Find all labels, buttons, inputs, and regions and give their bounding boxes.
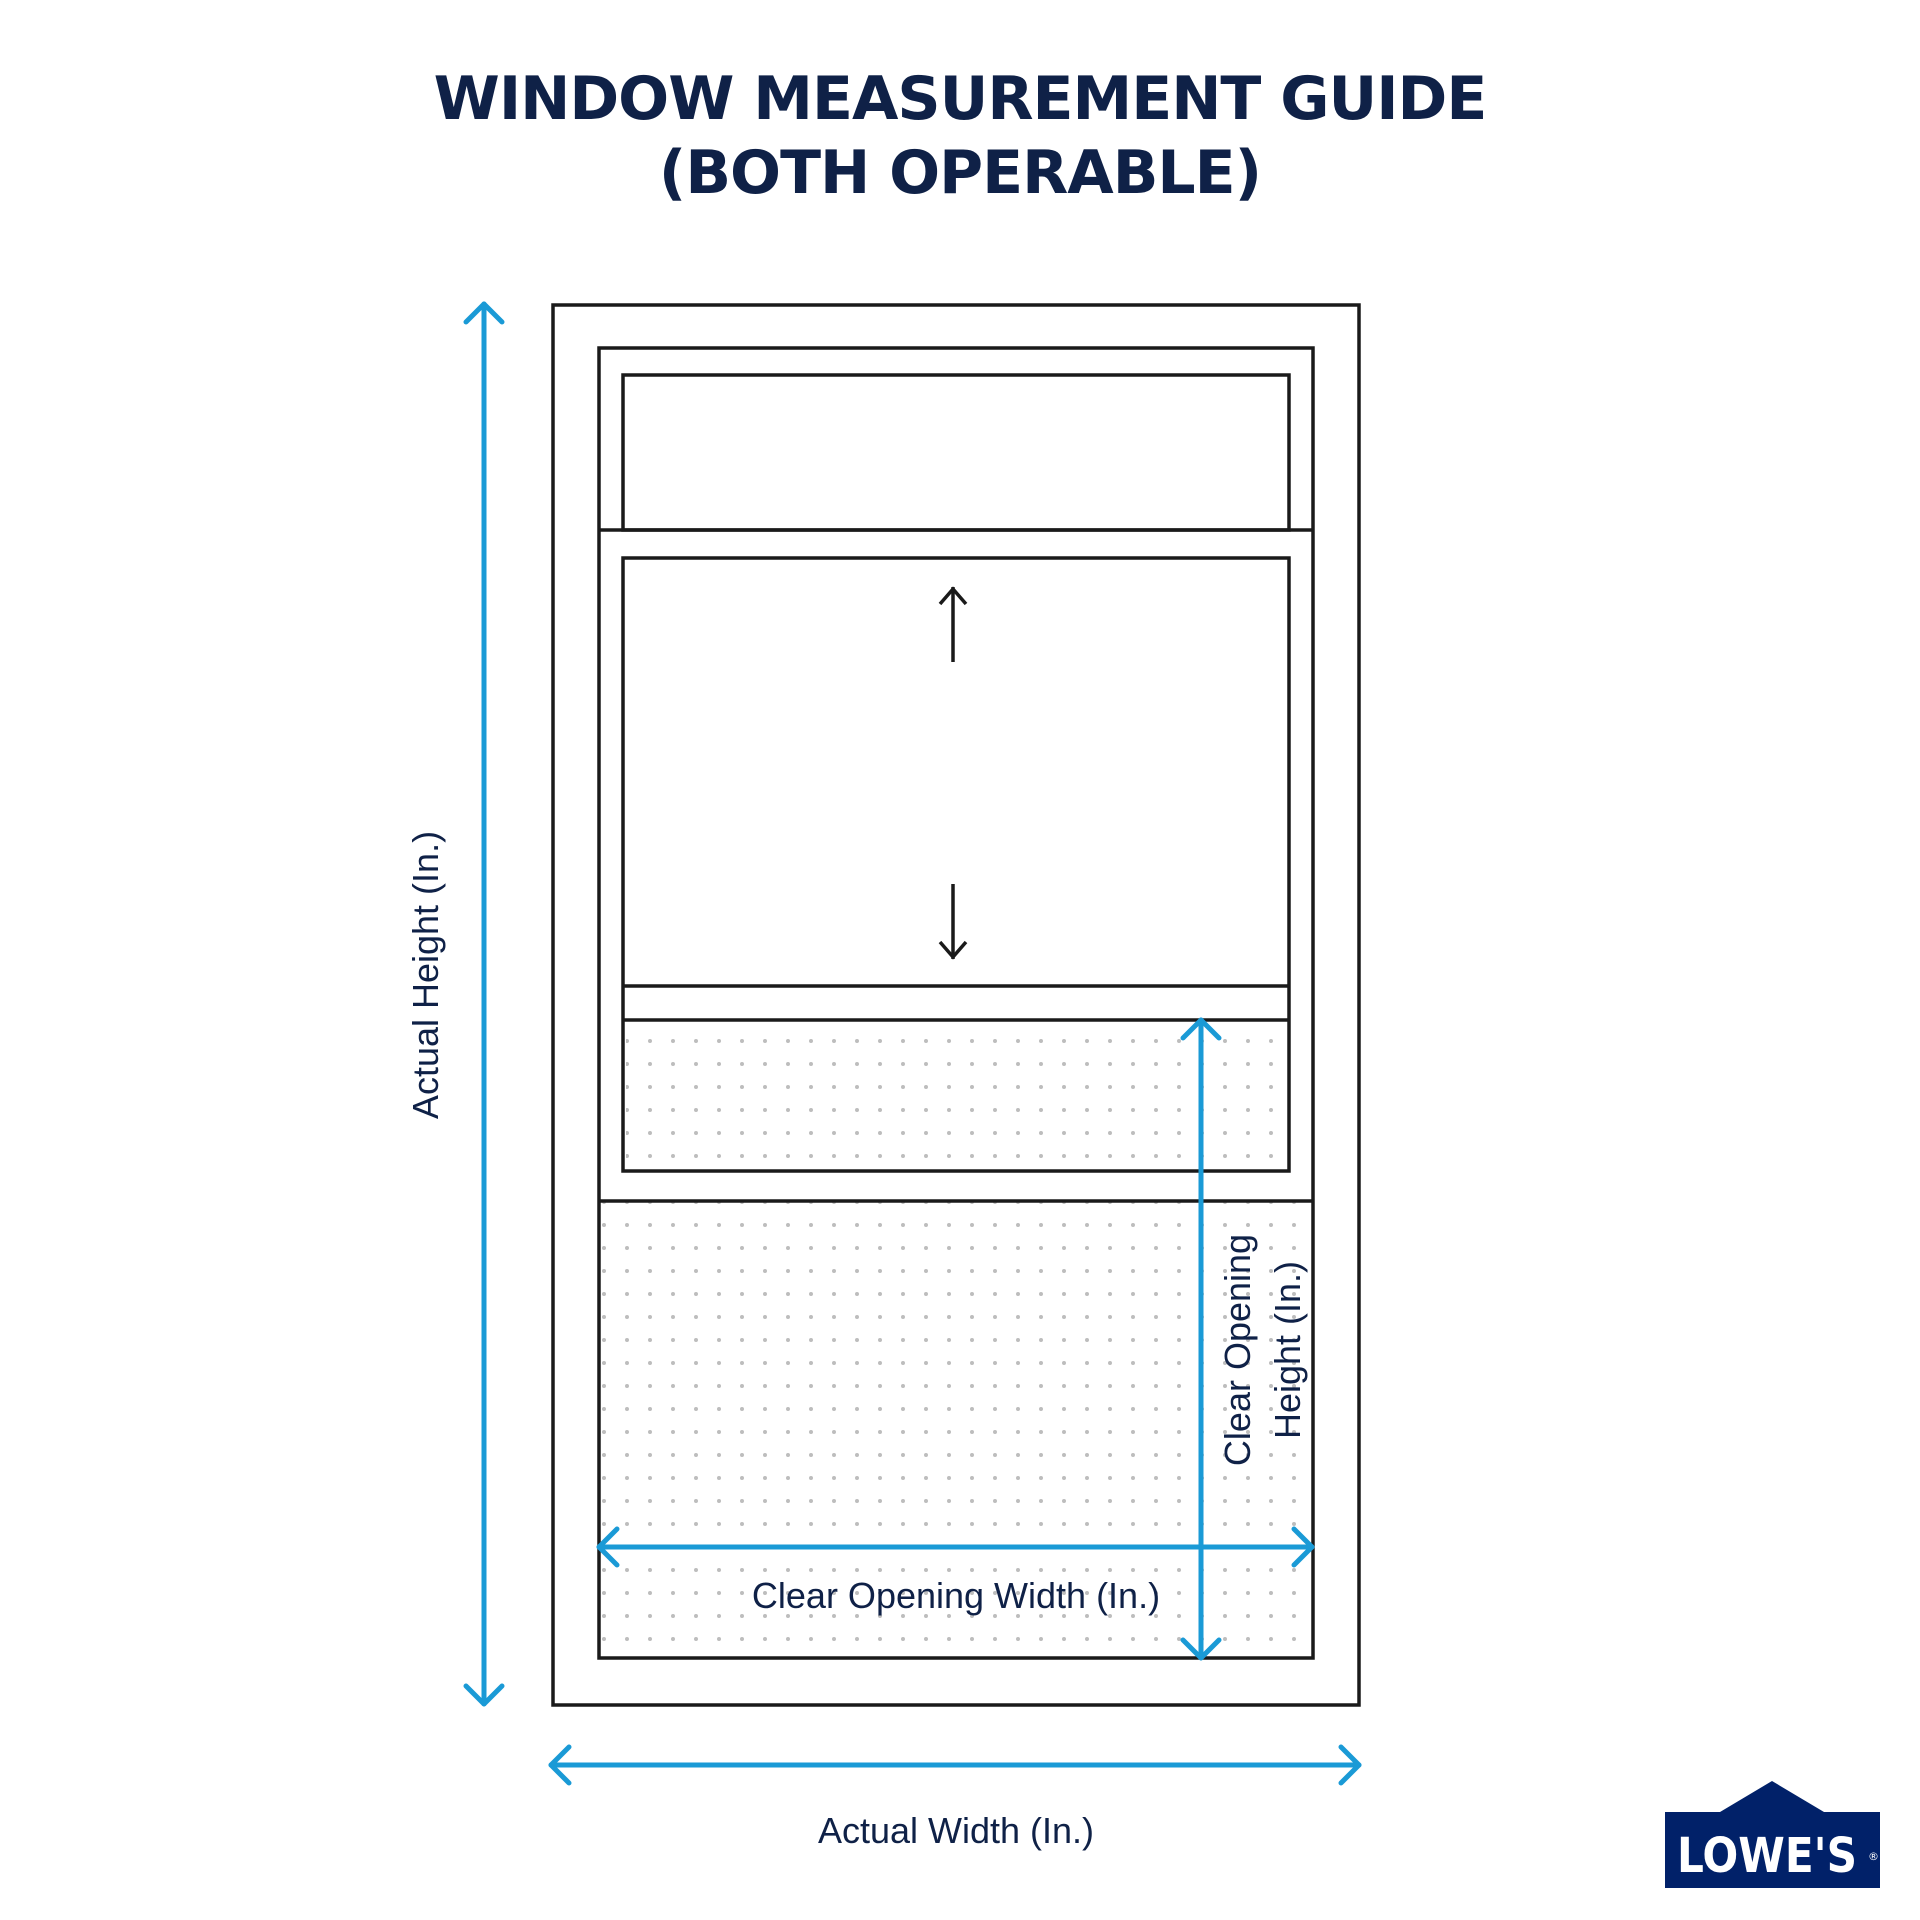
page-title: WINDOW MEASUREMENT GUIDE (BOTH OPERABLE) — [0, 62, 1920, 210]
actual-height-arrow — [463, 301, 505, 1707]
lowes-house-logo-icon: LOWE'S ® — [1665, 1781, 1880, 1888]
sash-up-arrow-icon — [938, 586, 968, 662]
top-glass-panel — [621, 373, 1291, 532]
title-line-2: (BOTH OPERABLE) — [658, 138, 1262, 208]
logo-registered-mark: ® — [1868, 1850, 1879, 1863]
clear-opening-width-arrow — [596, 1526, 1315, 1568]
operable-sash — [621, 556, 1291, 1173]
inner-frame — [597, 346, 1315, 1660]
title-line-1: WINDOW MEASUREMENT GUIDE — [433, 64, 1488, 134]
sash-down-arrow-icon — [938, 884, 968, 960]
actual-width-label: Actual Width (In.) — [818, 1810, 1094, 1851]
clear-opening-height-arrow — [1180, 1017, 1222, 1661]
window-frame — [551, 303, 1361, 1707]
actual-width-arrow — [548, 1744, 1362, 1786]
clear-opening-width-label: Clear Opening Width (In.) — [752, 1575, 1160, 1616]
upper-clear-opening-area — [626, 1021, 1292, 1171]
logo-wordmark: LOWE'S — [1677, 1828, 1857, 1884]
outer-frame — [551, 303, 1361, 1707]
clear-opening-height-label-line-1: Clear Opening — [1217, 1234, 1258, 1466]
clear-opening-height-label-line-2: Height (In.) — [1267, 1261, 1308, 1439]
lower-clear-opening-area — [599, 1202, 1313, 1657]
actual-height-label: Actual Height (In.) — [405, 831, 446, 1119]
